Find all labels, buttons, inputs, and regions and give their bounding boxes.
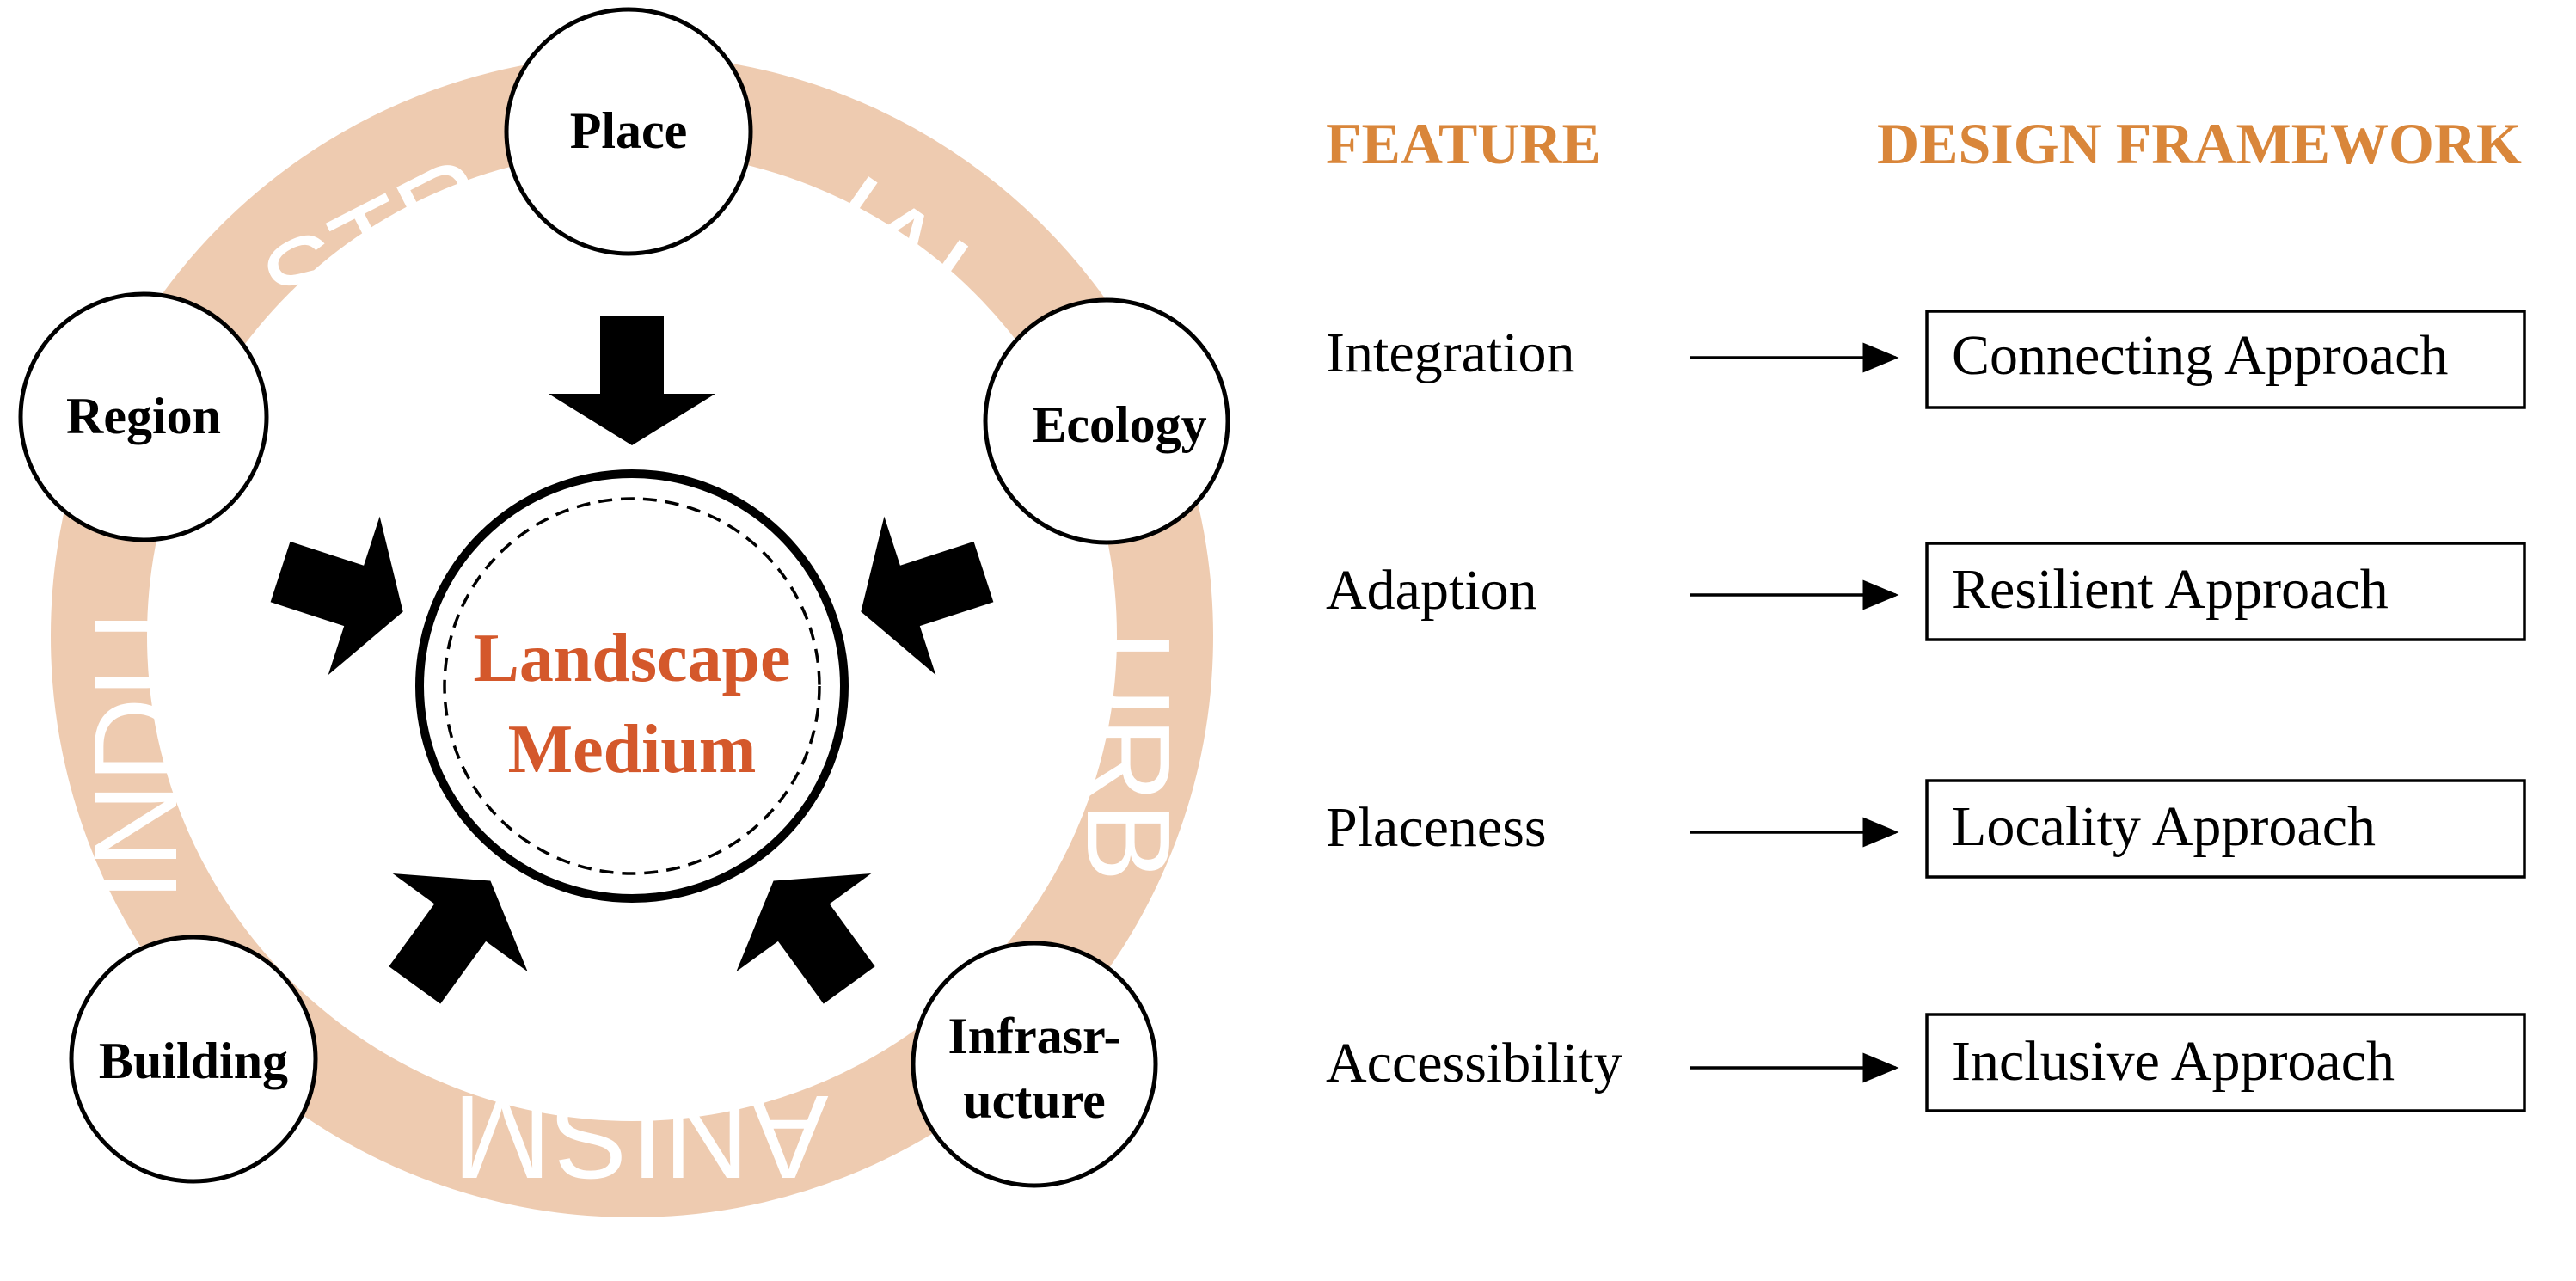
ring-word-urb: URB: [1062, 631, 1194, 881]
arrow-from-infrastructure: [736, 873, 875, 1004]
framework-label: Resilient Approach: [1952, 558, 2389, 621]
framework-label: Connecting Approach: [1952, 324, 2448, 387]
header-feature: FEATURE: [1326, 111, 1601, 176]
node-ecology: Ecology: [983, 297, 1230, 545]
feature-label: Adaption: [1326, 559, 1537, 622]
framework-label: Inclusive Approach: [1952, 1030, 2395, 1093]
framework-box: [1925, 779, 2526, 879]
ring-word-indu: INDU: [70, 611, 202, 901]
arrow-from-building: [389, 873, 528, 1004]
node-building: Building: [69, 935, 318, 1184]
framework-box: [1925, 310, 2526, 409]
node-label-region: Region: [66, 388, 221, 444]
node-place: Place: [504, 7, 753, 256]
node-label-place: Place: [570, 102, 688, 159]
node-label-infrastructure-line1: Infrasr-: [948, 1008, 1120, 1064]
framework-label: Locality Approach: [1952, 795, 2376, 858]
center-label-line2: Medium: [508, 712, 757, 788]
feature-label: Integration: [1326, 322, 1575, 384]
node-region: Region: [18, 291, 269, 542]
feature-label: Placeness: [1326, 796, 1547, 859]
arrow-from-region: [270, 516, 403, 676]
node-label-building: Building: [99, 1033, 288, 1089]
framework-box: [1925, 542, 2526, 641]
arrow-from-place: [549, 316, 715, 445]
feature-row: Placeness Locality Approach: [1326, 779, 2526, 879]
feature-row: Integration Connecting Approach: [1326, 310, 2526, 409]
inward-arrows: [270, 316, 994, 1004]
arrow-from-ecology: [861, 516, 994, 676]
node-label-ecology: Ecology: [1032, 396, 1206, 453]
feature-row: Accessibility Inclusive Approach: [1326, 1013, 2526, 1112]
feature-label: Accessibility: [1326, 1032, 1622, 1094]
landscape-medium-center: Landscape Medium: [415, 469, 849, 903]
node-infrastructure: Infrasr- ucture: [911, 941, 1158, 1188]
node-label-infrastructure-line2: ucture: [963, 1072, 1106, 1129]
ring-word-anism: ANISM: [452, 1070, 828, 1203]
feature-row: Adaption Resilient Approach: [1326, 542, 2526, 641]
center-label-line1: Landscape: [474, 621, 791, 696]
framework-box: [1925, 1013, 2526, 1112]
header-design-framework: DESIGN FRAMEWORK: [1877, 111, 2522, 176]
